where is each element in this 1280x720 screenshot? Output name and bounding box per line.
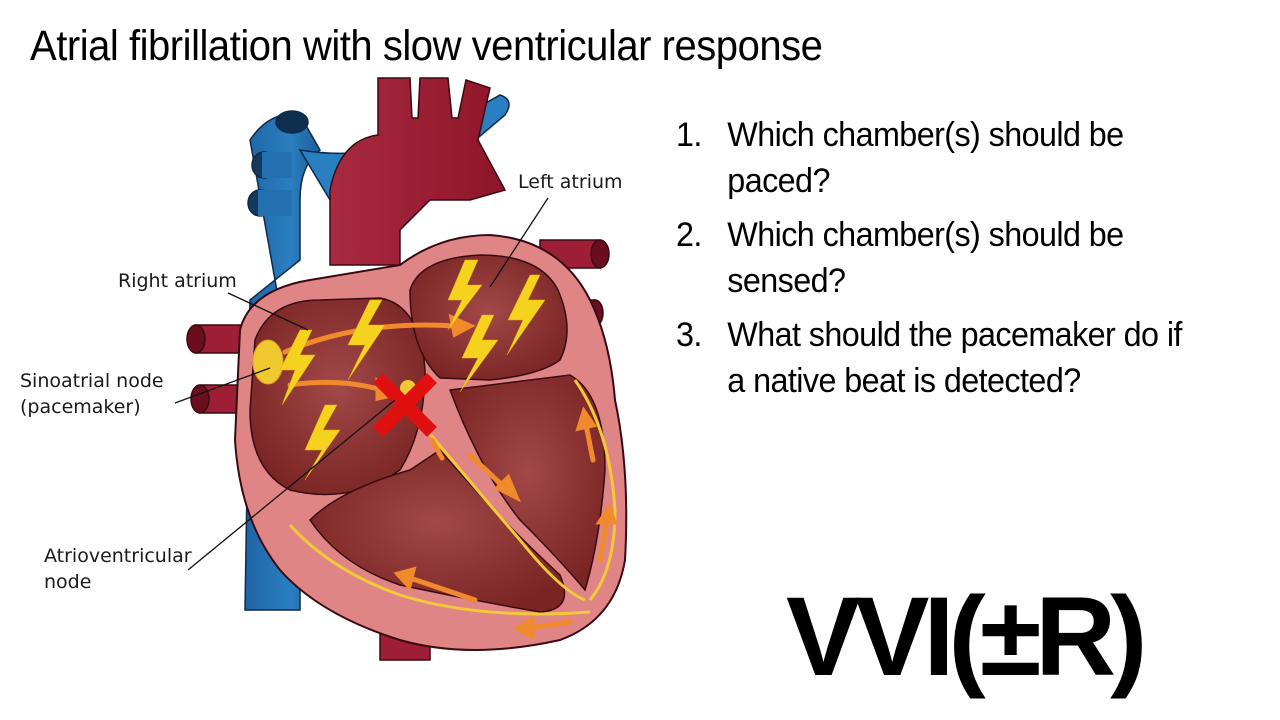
conduction-pathways	[288, 379, 617, 616]
av-block-x-icon	[373, 373, 437, 437]
slide-title: Atrial fibrillation with slow ventricula…	[30, 22, 823, 70]
label-left-atrium: Left atrium	[518, 171, 623, 193]
question-item: 2. Which chamber(s) should be sensed?	[676, 212, 1246, 304]
question-line: paced?	[727, 162, 830, 200]
question-line: Which chamber(s) should be	[727, 216, 1124, 254]
label-right-atrium: Right atrium	[118, 270, 237, 292]
label-av-node-2: node	[44, 571, 91, 593]
question-number: 3.	[676, 316, 702, 354]
question-line: What should the pacemaker do if	[727, 316, 1182, 354]
question-item: 1. Which chamber(s) should be paced?	[676, 112, 1246, 204]
question-line: Which chamber(s) should be	[727, 116, 1124, 154]
question-list: 1. Which chamber(s) should be paced? 2. …	[676, 112, 1276, 412]
fibrillation-bolts-icon	[279, 259, 546, 481]
pacing-mode-answer: VVI(±R)	[786, 574, 1147, 699]
label-av-node-1: Atrioventricular	[44, 545, 192, 567]
sa-node	[252, 339, 284, 385]
right-ventricle-chamber	[309, 449, 566, 613]
question-number: 1.	[676, 116, 702, 154]
question-line: sensed?	[727, 262, 846, 300]
label-leader-lines	[174, 197, 549, 571]
question-item: 3. What should the pacemaker do if a nat…	[676, 312, 1246, 404]
label-sa-node-1: Sinoatrial node	[20, 370, 164, 392]
label-sa-node-2: (pacemaker)	[20, 396, 141, 418]
question-number: 2.	[676, 216, 702, 254]
question-line: a native beat is detected?	[727, 362, 1081, 400]
